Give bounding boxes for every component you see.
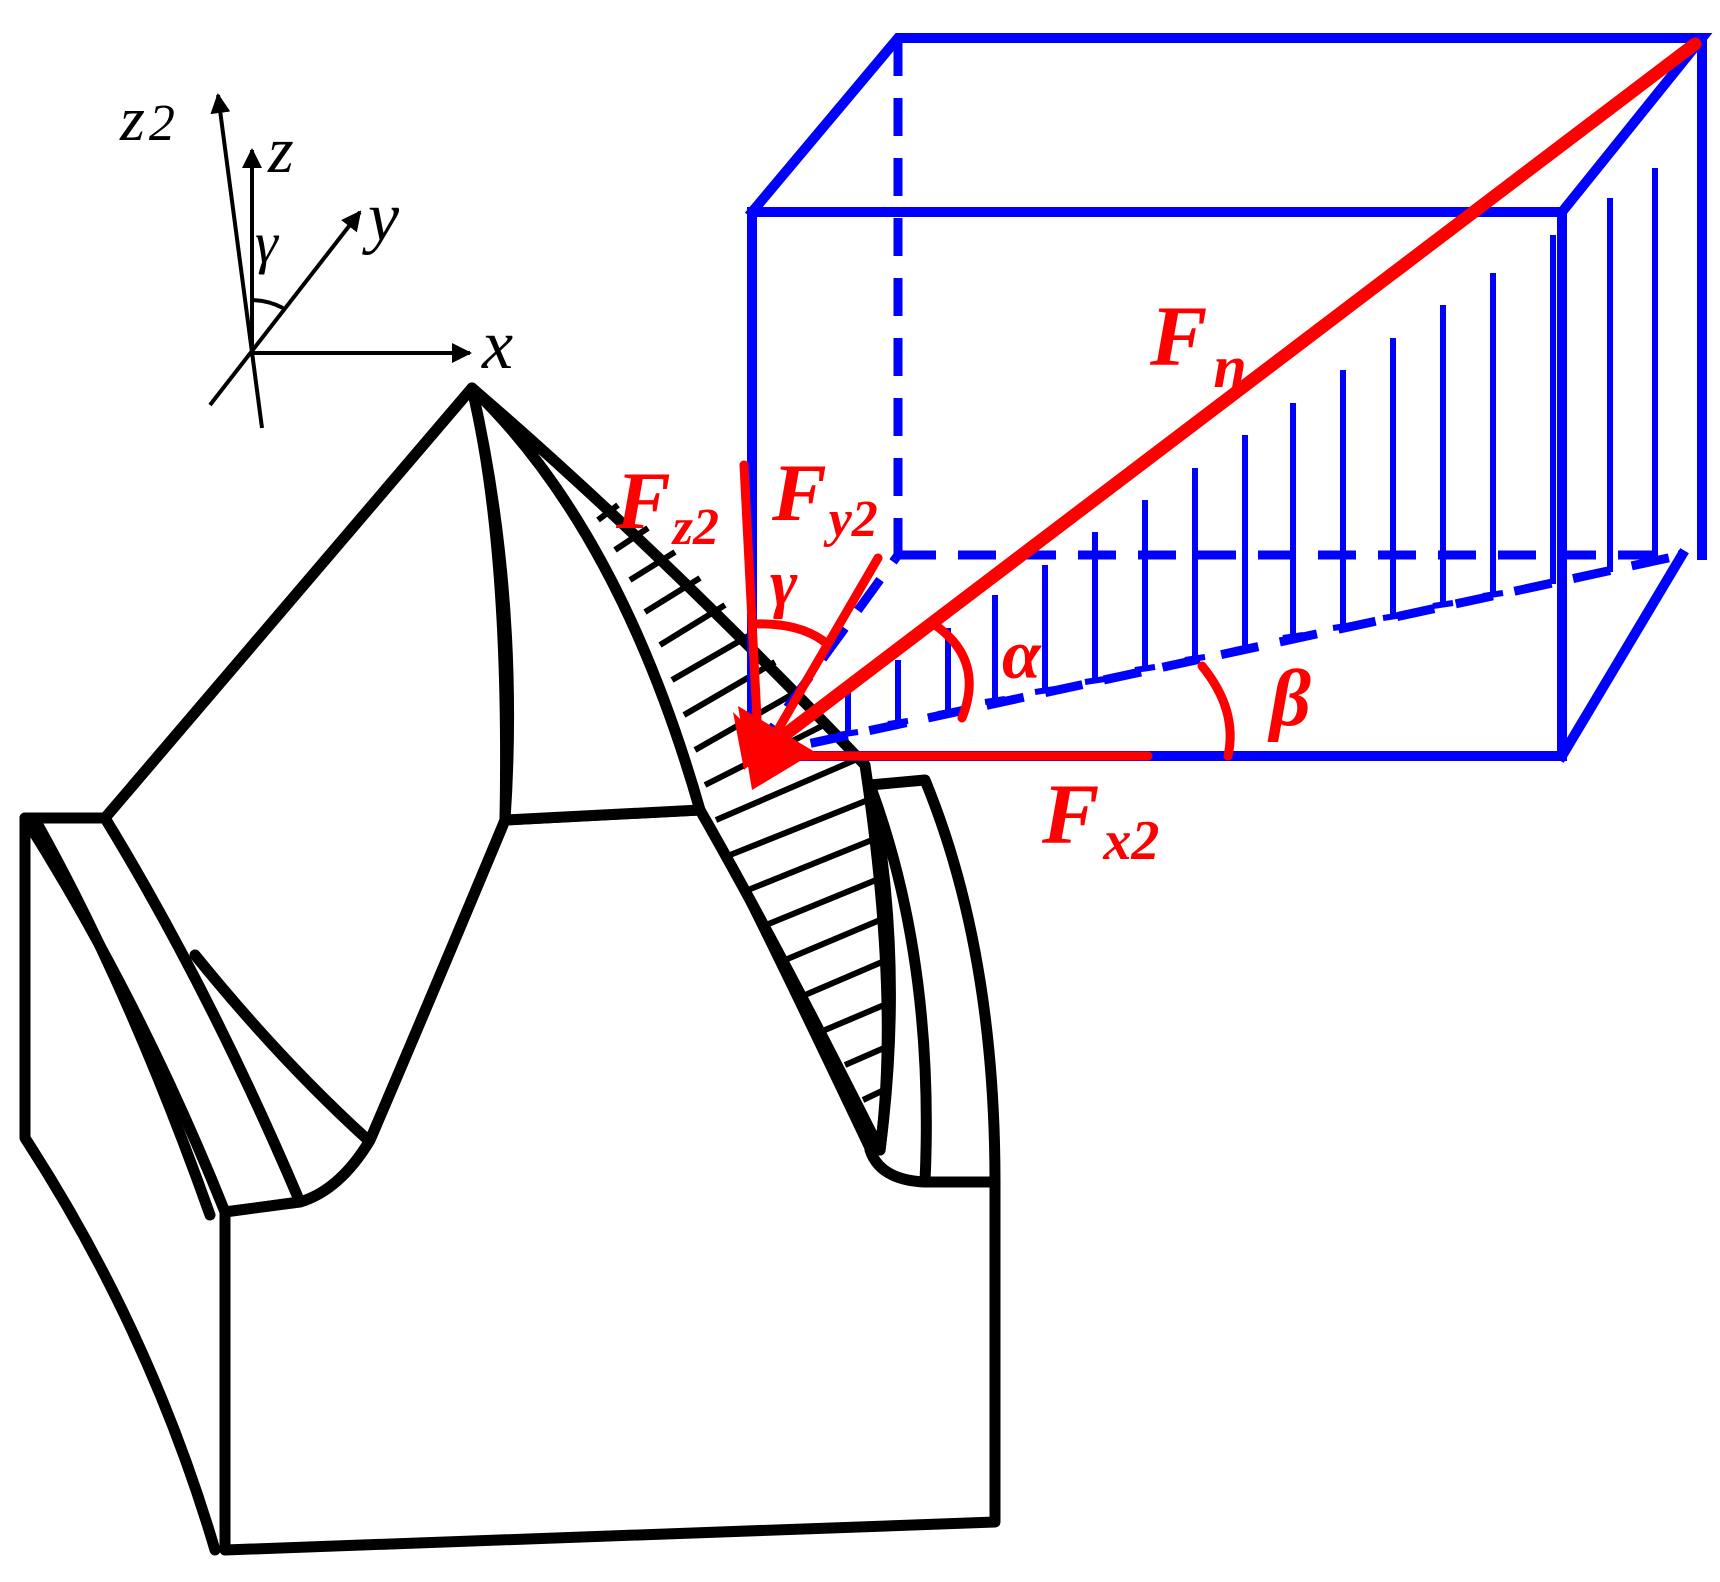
fz2-vector xyxy=(739,460,763,743)
fy2-vector xyxy=(767,553,883,745)
fx2-label: Fx2 xyxy=(1041,766,1159,872)
tool-drawing xyxy=(19,382,1001,1556)
drop-lines xyxy=(845,168,1658,735)
beta-label: β xyxy=(1267,655,1311,743)
beta-arc xyxy=(1197,661,1235,761)
fy2-label: Fy2 xyxy=(771,447,878,548)
fn-vector xyxy=(763,37,1702,753)
gamma-label: γ xyxy=(770,547,798,620)
force-vectors xyxy=(733,37,1702,790)
fz2-label: Fz2 xyxy=(615,455,719,556)
floor-ticks xyxy=(837,590,1504,738)
alpha-arc xyxy=(930,620,974,723)
box-right-bottom-edge xyxy=(1555,548,1689,763)
alpha-label: α xyxy=(1002,617,1042,694)
hatch-lines xyxy=(596,502,886,1103)
x-label: x xyxy=(481,307,513,384)
gamma-axes-label: γ xyxy=(255,210,280,275)
y-axis xyxy=(208,210,362,407)
y-label: y xyxy=(362,179,400,256)
right-rib xyxy=(864,774,1001,1188)
force-arrowhead xyxy=(738,706,815,790)
box-floor-diagonal xyxy=(751,550,1683,761)
coordinate-axes: z2 z y x γ xyxy=(119,83,513,429)
z2-label: z2 xyxy=(119,83,175,154)
gamma-arc xyxy=(747,619,831,648)
box-top-face xyxy=(744,33,1713,220)
z2-axis xyxy=(210,93,264,429)
z-label: z xyxy=(267,114,294,187)
gamma-arc-axes xyxy=(249,298,284,310)
force-box xyxy=(744,33,1713,763)
